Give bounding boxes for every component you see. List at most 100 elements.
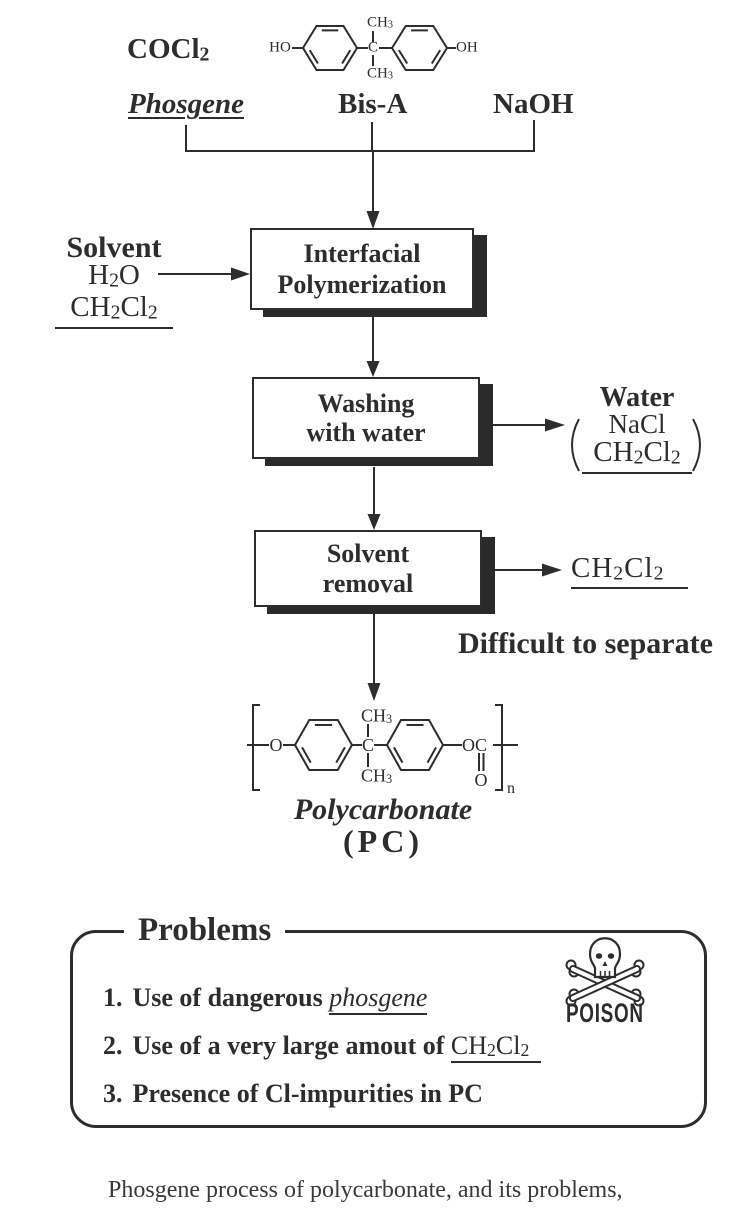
arrow-solvent-in — [158, 267, 250, 281]
arrow-to-solvent-removal — [367, 467, 381, 530]
problem-number: 2. — [103, 1031, 123, 1060]
ring-double-bond — [301, 746, 312, 764]
ether-oxygen: O — [269, 735, 283, 755]
product-name: Polycarbonate — [293, 793, 473, 826]
subscript: 2 — [487, 1040, 496, 1061]
arrow-to-polymerization — [366, 151, 380, 229]
phosgene-formula: COCl2 — [127, 33, 210, 66]
step-label-line: with water — [306, 418, 426, 447]
problems-panel — [70, 930, 707, 1128]
subscript: 2 — [653, 562, 665, 585]
ring-double-bond — [426, 746, 437, 764]
ring-outline — [385, 719, 445, 771]
step-washing: Washing with water — [252, 377, 480, 459]
polycarbonate-structure — [247, 704, 518, 791]
arrowhead — [231, 267, 250, 281]
hydroxyl-group-right: OH — [456, 39, 478, 56]
problem-emphasis: CH2Cl2 — [450, 1031, 542, 1063]
arrowhead — [366, 211, 380, 229]
problem-text: Use of a very large amout of — [132, 1031, 451, 1060]
poison-label: POISON — [566, 998, 644, 1028]
phosgene-label: Phosgene — [128, 88, 244, 120]
step-label-line: Polymerization — [277, 270, 447, 299]
subscript: 2 — [109, 269, 119, 292]
left-parenthesis — [571, 418, 580, 472]
arrowhead — [366, 361, 380, 377]
hydroxyl-group-left: HO — [269, 39, 291, 56]
washing-output-component: NaCl — [608, 409, 666, 439]
arrow-removal-out — [492, 563, 562, 577]
ring-double-bond — [335, 746, 346, 764]
sodium-hydroxide-label: NaOH — [493, 88, 574, 120]
step-interfacial-polymerization: Interfacial Polymerization — [250, 228, 474, 310]
subscript: 2 — [520, 1040, 530, 1061]
product-name-block: Polycarbonate (PC) — [233, 793, 533, 859]
bisphenol-a-structure — [292, 25, 456, 71]
benzene-ring — [293, 719, 354, 771]
product-abbreviation: (PC) — [343, 823, 423, 859]
subscript: 3 — [387, 19, 393, 31]
skull — [588, 937, 622, 979]
flow-arrows — [158, 151, 565, 701]
right-parenthesis — [692, 418, 701, 472]
problem-item: 2. Use of a very large amout of CH2Cl2 — [103, 1031, 542, 1063]
step-label-line: Interfacial — [303, 239, 421, 268]
problem-emphasis: phosgene — [329, 983, 428, 1015]
quaternary-carbon: C — [367, 39, 379, 56]
benzene-ring — [390, 25, 449, 71]
reactant-merge-line — [185, 120, 535, 152]
solvent-title: Solvent — [66, 231, 162, 264]
problems-title: Problems — [124, 913, 286, 947]
ring-double-bond — [341, 49, 352, 65]
problem-item: 1. Use of dangerous phosgene — [103, 983, 428, 1015]
ring-double-bond — [393, 746, 404, 764]
step-label-line: Solvent — [326, 538, 410, 568]
step-label-line: Washing — [317, 389, 415, 418]
problem-item: 3.Presence of Cl-impurities in PC — [103, 1081, 483, 1107]
right-bracket — [495, 704, 503, 791]
step-solvent-removal: Solvent removal — [254, 530, 482, 607]
ring-double-bond — [430, 49, 442, 65]
problem-number: 1. — [103, 983, 123, 1012]
bisphenol-a-label: Bis-A — [338, 88, 408, 120]
reactant-connectors — [185, 120, 535, 152]
subscript: 3 — [387, 70, 393, 82]
subscript: 2 — [199, 43, 210, 66]
carbonate-group: OC — [462, 735, 488, 755]
arrow-to-product — [367, 614, 381, 701]
subscript: 2 — [633, 446, 644, 469]
ring-outline — [293, 719, 354, 771]
skull-and-crossbones-icon — [565, 937, 645, 1007]
arrowhead — [367, 683, 381, 701]
solvent-component: H2O — [88, 259, 140, 292]
arrowhead — [545, 418, 565, 432]
subscript: 3 — [386, 712, 393, 727]
arrow-to-washing — [366, 317, 380, 377]
washing-output-title: Water — [599, 382, 675, 413]
washing-output-component: CH2Cl2 — [582, 437, 692, 475]
methyl-group-bottom: CH3 — [367, 65, 393, 82]
removal-output-note: Difficult to separate — [458, 627, 713, 660]
methyl-group-bottom: CH3 — [361, 765, 393, 787]
methyl-group-top: CH3 — [367, 14, 393, 31]
washing-output: Water NaCl CH2Cl2 — [582, 382, 692, 475]
crossbone — [565, 959, 645, 1007]
solvent-input: Solvent H2O CH2Cl2 — [55, 231, 173, 329]
ring-double-bond — [308, 49, 319, 65]
washing-output-parentheses — [571, 418, 701, 472]
arrowhead — [542, 563, 562, 577]
ring-outline — [301, 25, 359, 71]
methyl-group-top: CH3 — [361, 705, 393, 727]
step-label-line: removal — [322, 568, 414, 598]
subscript: 2 — [110, 301, 121, 324]
subscript: 2 — [147, 301, 158, 324]
benzene-ring — [301, 25, 359, 71]
arrowhead — [367, 514, 381, 530]
problem-text: Use of dangerous — [132, 983, 330, 1012]
subscript: 3 — [386, 772, 393, 787]
ring-outline — [390, 25, 449, 71]
problem-text: Presence of Cl-impurities in PC — [132, 1079, 483, 1108]
benzene-ring — [385, 719, 445, 771]
ring-double-bond — [397, 49, 409, 65]
